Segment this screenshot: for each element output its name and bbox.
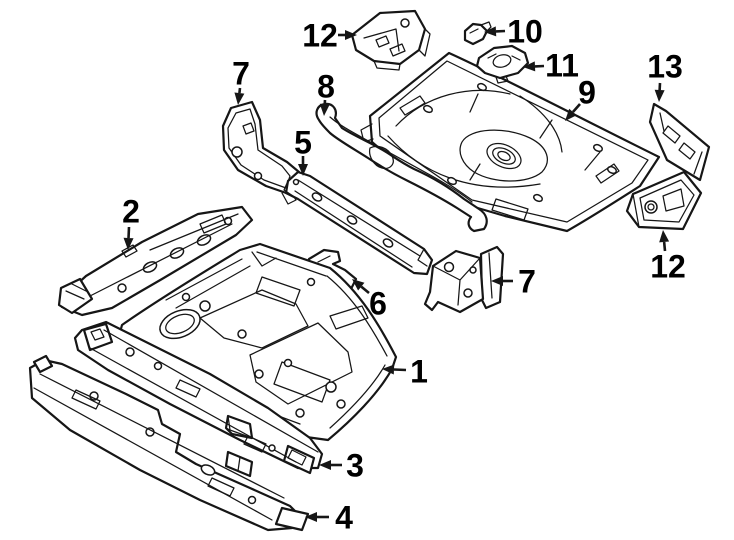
part-9-rear-floor-pan xyxy=(360,51,661,233)
part-number-label[interactable]: 2 xyxy=(122,194,140,230)
part-number-label[interactable]: 7 xyxy=(232,56,250,92)
part-13-side-panel xyxy=(648,102,711,182)
callout-6-small-bracket-center[interactable]: 6 xyxy=(352,279,387,322)
callout-arrow-head xyxy=(298,164,308,176)
callout-7-mount-bracket-right[interactable]: 7 xyxy=(491,264,536,300)
part-number-label[interactable]: 7 xyxy=(518,264,536,300)
part-8-curved-brace xyxy=(315,102,488,233)
part-5-crossmember xyxy=(283,170,434,276)
callout-arrow-head xyxy=(565,108,577,121)
callout-arrow-head xyxy=(659,230,670,243)
callout-13-side-panel-right[interactable]: 13 xyxy=(647,49,683,102)
part-number-label[interactable]: 6 xyxy=(369,286,387,322)
callout-arrow-head xyxy=(654,89,665,102)
part-12-bracket-lower xyxy=(625,170,703,231)
callout-arrow-head xyxy=(491,276,503,286)
callout-arrow-line xyxy=(360,285,370,295)
callout-1-center-floor-pan[interactable]: 1 xyxy=(382,354,428,390)
callout-arrow-head xyxy=(352,279,365,291)
part-number-label[interactable]: 12 xyxy=(302,18,338,54)
part-number-label[interactable]: 3 xyxy=(346,448,364,484)
callout-arrow-head xyxy=(345,30,357,40)
part-number-label[interactable]: 10 xyxy=(507,14,543,50)
part-11-bracket xyxy=(475,44,530,84)
callout-arrow-head xyxy=(319,460,331,470)
callout-arrow-head xyxy=(484,26,497,37)
part-number-label[interactable]: 9 xyxy=(578,75,596,111)
callout-9-rear-floor-pan[interactable]: 9 xyxy=(565,75,596,121)
callout-arrow-head xyxy=(382,364,395,375)
part-number-label[interactable]: 1 xyxy=(410,354,428,390)
callout-5-crossmember-bar[interactable]: 5 xyxy=(294,125,312,176)
part-1-center-floor-pan xyxy=(116,242,398,442)
callout-8-curved-brace[interactable]: 8 xyxy=(317,69,335,116)
part-3-crossmember-rail xyxy=(73,320,324,475)
callout-12-bracket-upper[interactable]: 12 xyxy=(302,18,357,54)
part-number-label[interactable]: 4 xyxy=(335,500,353,536)
part-number-label[interactable]: 12 xyxy=(650,249,686,285)
part-number-label[interactable]: 13 xyxy=(647,49,683,85)
callout-arrow-head xyxy=(305,512,317,522)
callout-12-bracket-lower-right[interactable]: 12 xyxy=(650,230,686,285)
part-number-label[interactable]: 8 xyxy=(317,69,335,105)
part-number-label[interactable]: 11 xyxy=(545,48,579,84)
callout-arrow-head xyxy=(123,237,134,250)
part-2-side-rail xyxy=(57,205,254,317)
callout-4-crossmember-rail-front[interactable]: 4 xyxy=(305,500,353,536)
callout-arrow-line xyxy=(393,368,407,372)
callout-arrow-line xyxy=(571,103,581,113)
callout-arrow-line xyxy=(238,87,242,94)
callout-11-small-bracket-top[interactable]: 11 xyxy=(523,48,579,84)
callout-arrow-head xyxy=(523,61,536,72)
part-4-front-rail xyxy=(28,354,310,532)
callout-2-side-rail-upper-left[interactable]: 2 xyxy=(122,194,140,250)
callout-arrow-head xyxy=(234,92,245,105)
callout-7-mount-bracket-left[interactable]: 7 xyxy=(232,56,250,105)
part-number-label[interactable]: 5 xyxy=(294,125,312,161)
callout-arrow-head xyxy=(319,103,330,116)
callout-3-crossmember-rail-middle[interactable]: 3 xyxy=(319,448,364,484)
callout-arrow-line xyxy=(662,241,667,252)
part-7-mount-bracket-right xyxy=(423,245,505,314)
callout-10-clip[interactable]: 10 xyxy=(484,14,543,50)
part-10-clip xyxy=(463,21,492,46)
part-12-bracket-upper xyxy=(350,9,431,71)
